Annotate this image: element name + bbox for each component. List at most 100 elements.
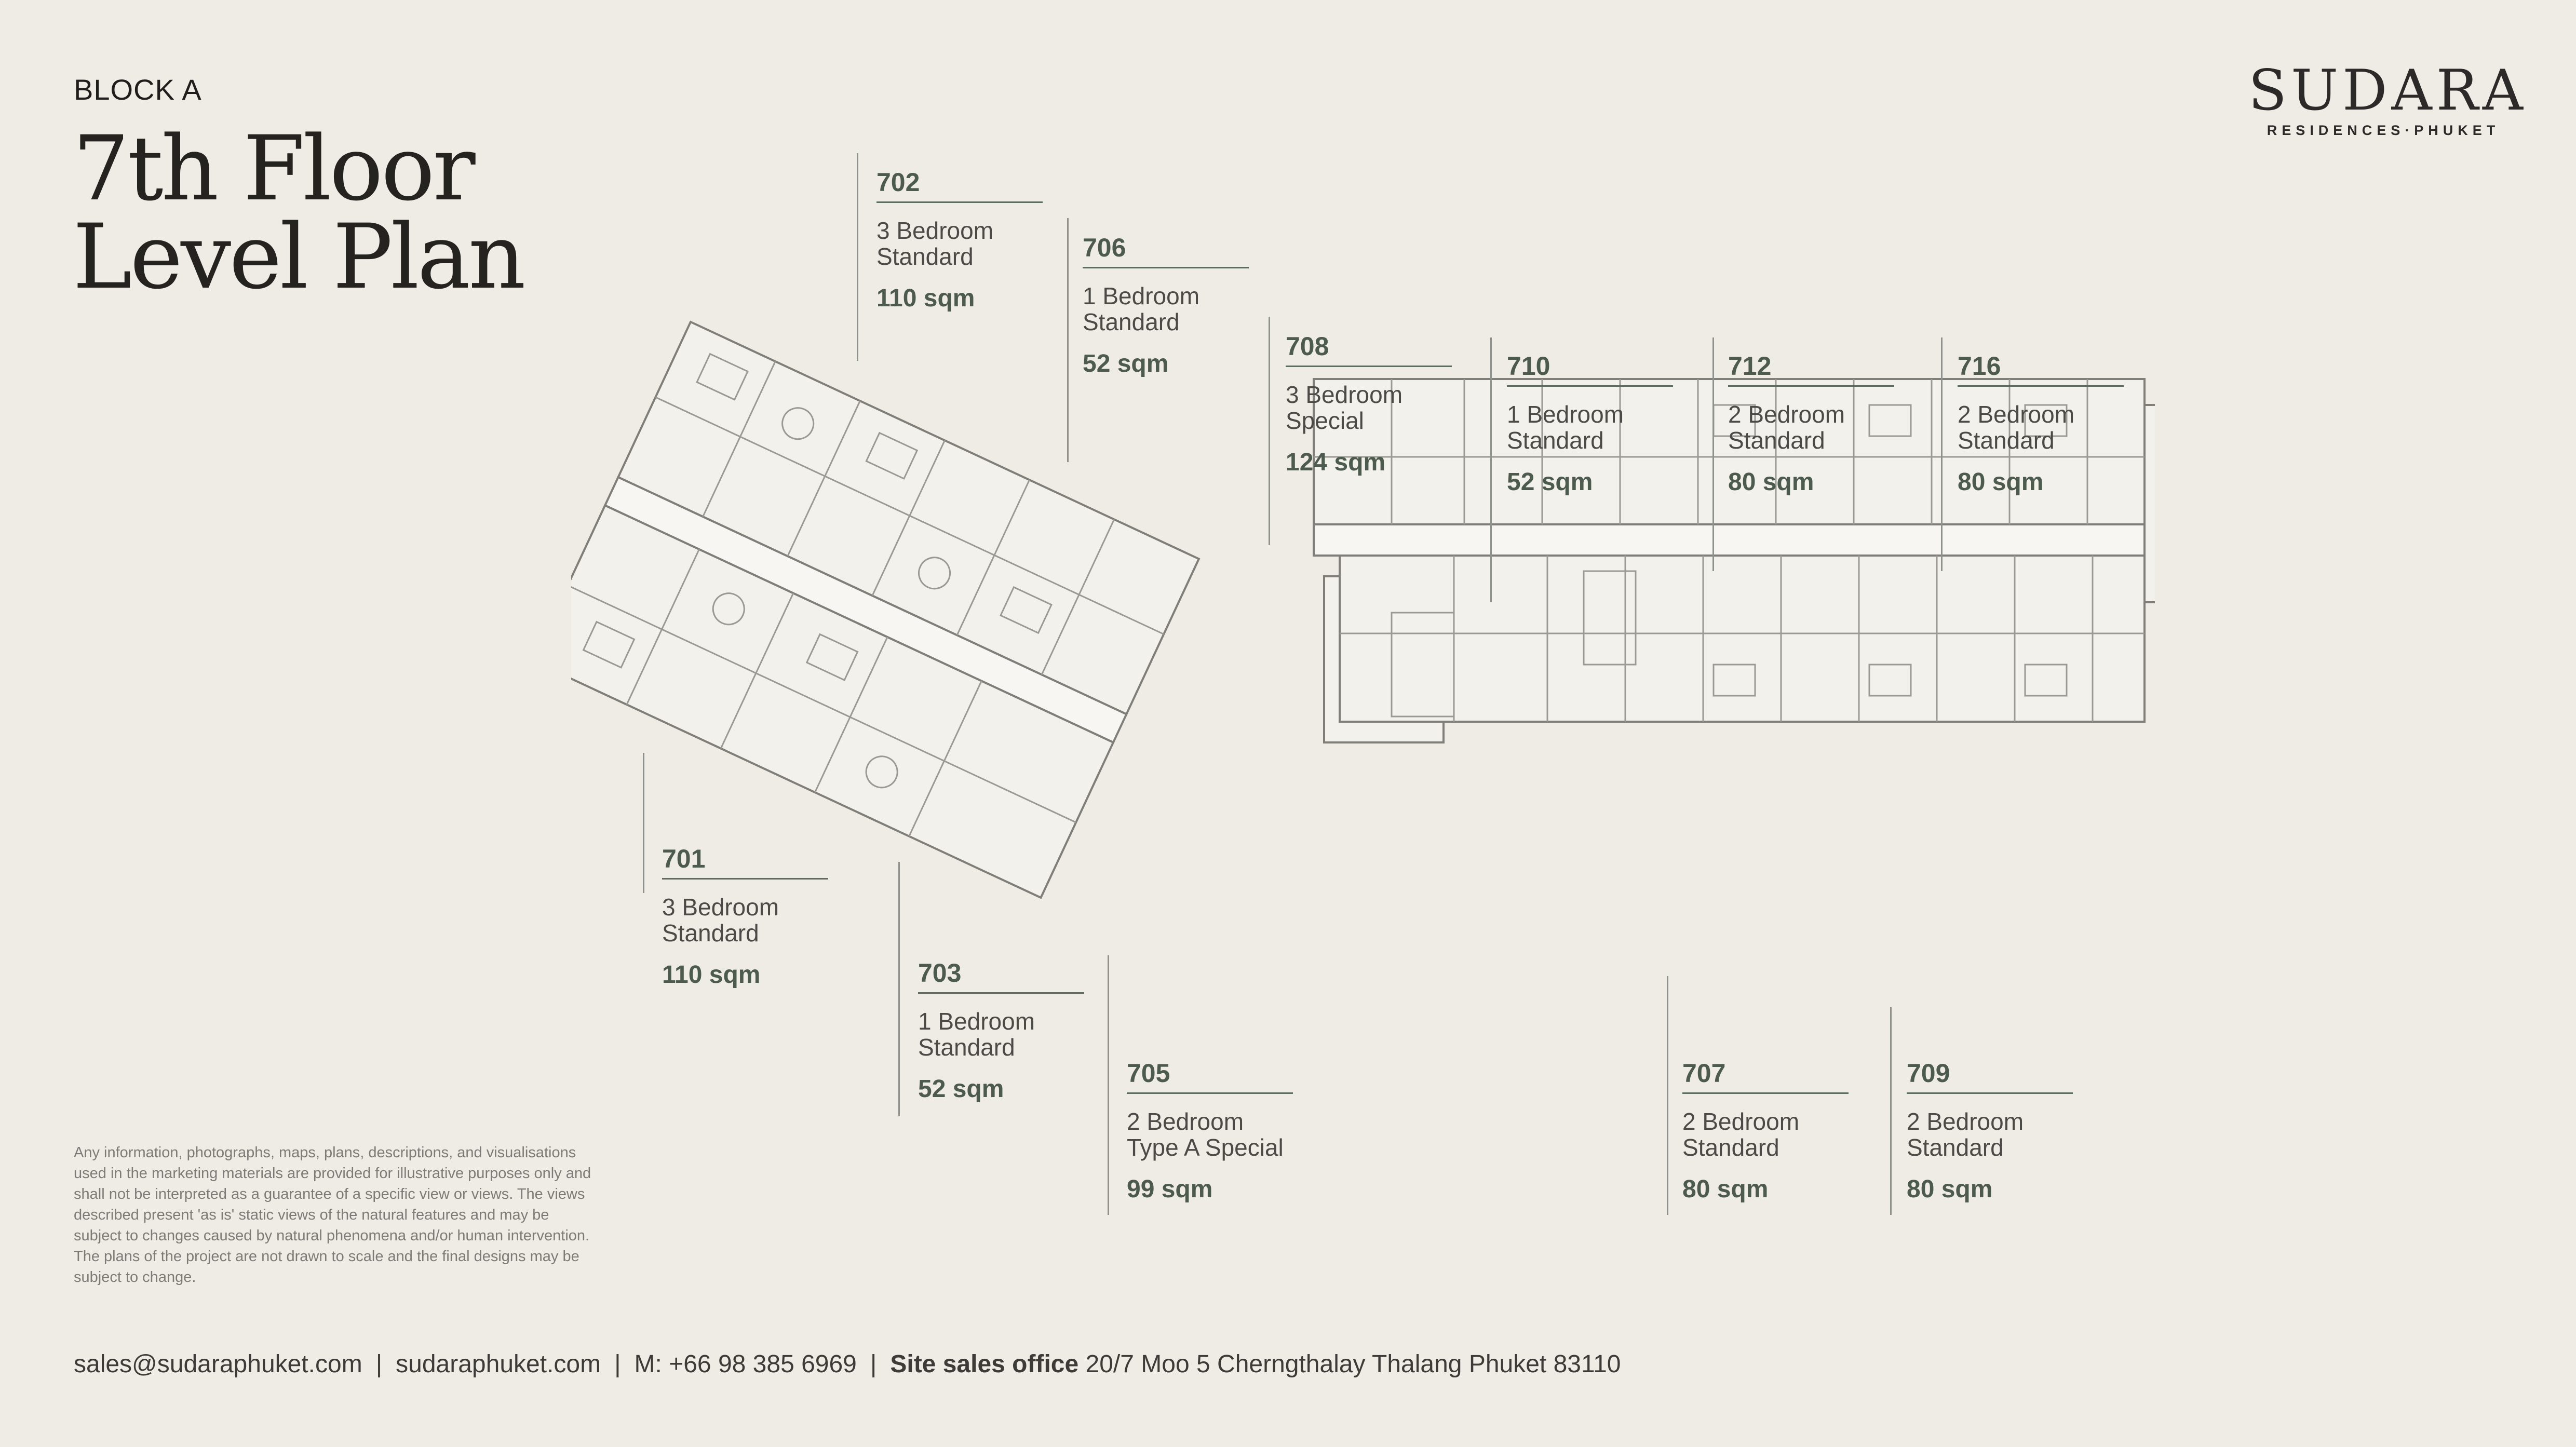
footer-separator: | <box>614 1350 621 1378</box>
unit-type-line-2: Special <box>1286 407 1364 434</box>
leader-707 <box>1667 976 1668 1215</box>
south-units <box>1339 555 2146 723</box>
unit-area: 110 sqm <box>876 285 975 312</box>
unit-type-line-2: Standard <box>1958 427 2055 454</box>
unit-type-line-1: 2 Bedroom <box>1728 401 1845 428</box>
wing-south-units <box>571 504 1115 899</box>
left-wing <box>571 320 1201 899</box>
unit-712: 712 2 Bedroom Standard 80 sqm <box>1728 351 1894 496</box>
unit-type-line-1: 2 Bedroom <box>1907 1108 2024 1135</box>
unit-type: 1 Bedroom Standard <box>1083 283 1249 335</box>
north-units <box>1313 378 2146 525</box>
unit-type-line-1: 2 Bedroom <box>1682 1108 1800 1135</box>
footer-email-link[interactable]: sales@sudaraphuket.com <box>74 1350 362 1378</box>
unit-type: 2 Bedroom Standard <box>1682 1108 1849 1160</box>
leader-701 <box>643 753 644 893</box>
unit-716: 716 2 Bedroom Standard 80 sqm <box>1958 351 2124 496</box>
unit-area: 124 sqm <box>1286 449 1386 476</box>
unit-709: 709 2 Bedroom Standard 80 sqm <box>1907 1058 2073 1203</box>
unit-706: 706 1 Bedroom Standard 52 sqm <box>1083 233 1249 378</box>
unit-710: 710 1 Bedroom Standard 52 sqm <box>1507 351 1673 496</box>
unit-area: 52 sqm <box>918 1075 1004 1103</box>
unit-number: 701 <box>662 844 828 880</box>
unit-type: 3 Bedroom Standard <box>876 218 1043 269</box>
main-corridor <box>1313 523 2146 557</box>
unit-number: 703 <box>918 958 1084 994</box>
page-title: 7th Floor Level Plan <box>73 116 526 309</box>
leader-709 <box>1890 1007 1892 1215</box>
footer-contact: sales@sudaraphuket.com | sudaraphuket.com |… <box>74 1350 1621 1378</box>
unit-type-line-1: 1 Bedroom <box>1507 401 1624 428</box>
unit-area: 99 sqm <box>1127 1175 1213 1203</box>
unit-703: 703 1 Bedroom Standard 52 sqm <box>918 958 1084 1103</box>
leader-702 <box>857 153 858 361</box>
logo-subtitle: RESIDENCES·PHUKET <box>2267 123 2500 138</box>
unit-area: 52 sqm <box>1507 468 1593 496</box>
logo-word: SUDARA <box>2248 58 2527 123</box>
footer-website-link[interactable]: sudaraphuket.com <box>396 1350 601 1378</box>
unit-number: 710 <box>1507 351 1673 387</box>
unit-type: 3 Bedroom Special <box>1286 382 1452 434</box>
sudara-logo: SUDARA RESIDENCES·PHUKET <box>2248 58 2527 139</box>
unit-type-line-2: Standard <box>1682 1134 1779 1161</box>
unit-type: 1 Bedroom Standard <box>1507 401 1673 453</box>
unit-number: 706 <box>1083 233 1249 268</box>
footer-separator: | <box>870 1350 877 1378</box>
leader-703 <box>898 862 900 1116</box>
unit-type-line-1: 3 Bedroom <box>662 894 779 921</box>
unit-area: 110 sqm <box>662 961 761 989</box>
leader-705 <box>1108 955 1109 1215</box>
unit-area: 80 sqm <box>1682 1175 1769 1203</box>
unit-type-line-2: Standard <box>1507 427 1604 454</box>
unit-type-line-1: 3 Bedroom <box>1286 381 1403 408</box>
disclaimer-text: Any information, photographs, maps, plan… <box>74 1144 591 1286</box>
leader-716 <box>1941 337 1943 571</box>
title-line-2: Level Plan <box>73 205 526 309</box>
unit-type-line-2: Standard <box>918 1034 1015 1061</box>
unit-type: 2 Bedroom Standard <box>1907 1108 2073 1160</box>
leader-706 <box>1067 218 1069 462</box>
unit-type-line-2: Type A Special <box>1127 1134 1284 1161</box>
unit-number: 702 <box>876 167 1043 203</box>
unit-type: 3 Bedroom Standard <box>662 894 828 946</box>
unit-number: 712 <box>1728 351 1894 387</box>
unit-type-line-2: Standard <box>1907 1134 2004 1161</box>
unit-type: 2 Bedroom Standard <box>1958 401 2124 453</box>
straight-wing <box>1313 378 2155 723</box>
east-stair <box>2143 404 2155 603</box>
leader-710 <box>1490 337 1492 602</box>
unit-type-line-2: Standard <box>876 243 974 270</box>
unit-type-line-2: Standard <box>1083 308 1180 335</box>
title-line-1: 7th Floor <box>73 116 476 221</box>
unit-type-line-2: Standard <box>1728 427 1825 454</box>
unit-type: 2 Bedroom Type A Special <box>1127 1108 1293 1160</box>
unit-705: 705 2 Bedroom Type A Special 99 sqm <box>1127 1058 1293 1203</box>
unit-type-line-1: 2 Bedroom <box>1958 401 2075 428</box>
unit-number: 716 <box>1958 351 2124 387</box>
footer-separator: | <box>375 1350 383 1378</box>
unit-number: 707 <box>1682 1058 1849 1094</box>
unit-type: 1 Bedroom Standard <box>918 1008 1084 1060</box>
unit-number: 705 <box>1127 1058 1293 1094</box>
unit-area: 52 sqm <box>1083 350 1169 377</box>
unit-701: 701 3 Bedroom Standard 110 sqm <box>662 844 828 989</box>
unit-type-line-1: 1 Bedroom <box>1083 282 1200 309</box>
unit-type-line-2: Standard <box>662 919 759 946</box>
unit-708: 708 3 Bedroom Special 124 sqm <box>1286 331 1452 477</box>
unit-707: 707 2 Bedroom Standard 80 sqm <box>1682 1058 1849 1203</box>
unit-type-line-1: 2 Bedroom <box>1127 1108 1244 1135</box>
leader-708 <box>1269 317 1270 545</box>
unit-type-line-1: 3 Bedroom <box>876 217 994 244</box>
footer-office-address: 20/7 Moo 5 Cherngthalay Thalang Phuket 8… <box>1085 1350 1621 1378</box>
unit-type: 2 Bedroom Standard <box>1728 401 1894 453</box>
leader-712 <box>1712 337 1714 571</box>
unit-number: 709 <box>1907 1058 2073 1094</box>
floor-plan-drawing <box>571 320 2155 899</box>
unit-area: 80 sqm <box>1728 468 1814 496</box>
unit-number: 708 <box>1286 331 1452 367</box>
footer-phone[interactable]: M: +66 98 385 6969 <box>634 1350 857 1378</box>
block-label: BLOCK A <box>74 73 202 106</box>
unit-702: 702 3 Bedroom Standard 110 sqm <box>876 167 1043 313</box>
footer-office-label: Site sales office <box>890 1350 1079 1378</box>
unit-area: 80 sqm <box>1907 1175 1993 1203</box>
